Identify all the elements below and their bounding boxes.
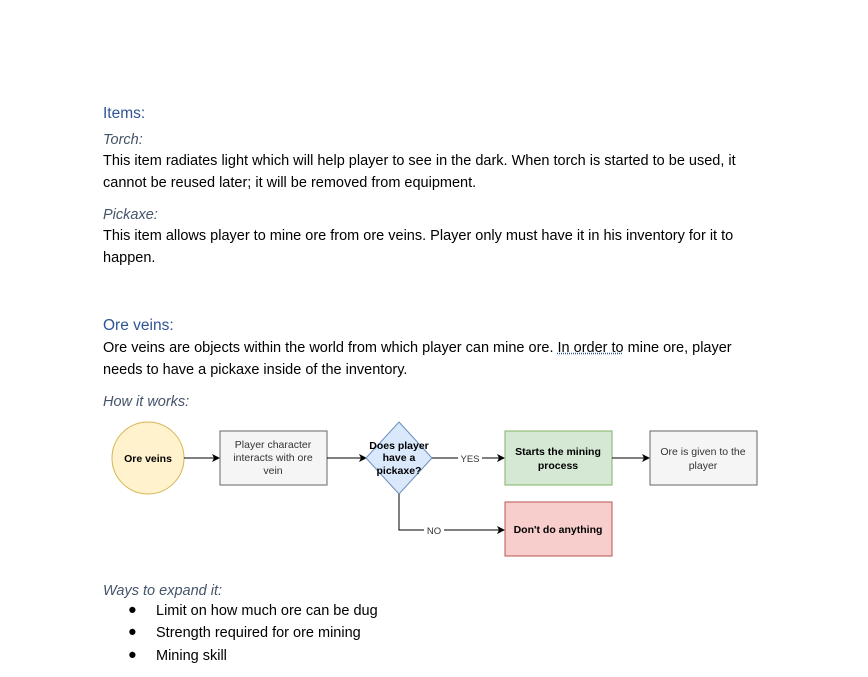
mining-node bbox=[504, 430, 613, 486]
result-label-2: player bbox=[689, 460, 718, 472]
interact-node bbox=[219, 430, 328, 486]
pickaxe-text: This item allows player to mine ore from… bbox=[103, 228, 734, 266]
result-label-1: Ore is given to the bbox=[660, 446, 745, 458]
torch-title: Torch: bbox=[103, 132, 143, 148]
list-item: Limit on how much ore can be dug bbox=[156, 603, 378, 619]
torch-text: This item radiates light which will help… bbox=[103, 153, 736, 191]
bullet-icon: ● bbox=[128, 602, 137, 618]
ore-veins-heading: Ore veins: bbox=[103, 317, 174, 334]
bullet-icon: ● bbox=[128, 647, 137, 663]
start-label: Ore veins bbox=[124, 453, 172, 465]
interact-label-1: Player character bbox=[235, 439, 312, 451]
no-action-node bbox=[504, 501, 613, 557]
text-part: mine ore, player needs to have a pickaxe… bbox=[103, 340, 732, 378]
decision-label-1: Does player bbox=[369, 440, 429, 452]
mining-label-2: process bbox=[538, 460, 578, 472]
pickaxe-title: Pickaxe: bbox=[103, 207, 158, 223]
no-arrow bbox=[398, 494, 505, 534]
decision-label-3: pickaxe? bbox=[377, 465, 422, 477]
result-node bbox=[649, 430, 758, 486]
items-heading: Items: bbox=[103, 105, 146, 122]
no-label: NO bbox=[427, 526, 441, 537]
yes-label: YES bbox=[460, 454, 479, 465]
expand-title: Ways to expand it: bbox=[103, 583, 223, 599]
text-part: Ore veins are objects within the world f… bbox=[103, 340, 558, 356]
ore-veins-text: Ore veins are objects within the world f… bbox=[103, 337, 763, 381]
interact-label-2: interacts with ore bbox=[233, 452, 313, 464]
mining-label-1: Starts the mining bbox=[515, 446, 601, 458]
how-it-works-title: How it works: bbox=[103, 394, 190, 410]
bullet-icon: ● bbox=[128, 624, 137, 640]
no-action-label: Don't do anything bbox=[514, 524, 603, 536]
grammar-marked-text[interactable]: In order to bbox=[557, 340, 624, 356]
list-item: Strength required for ore mining bbox=[156, 625, 361, 641]
interact-label-3: vein bbox=[263, 465, 282, 477]
decision-label-2: have a bbox=[383, 452, 416, 464]
list-item: Mining skill bbox=[156, 648, 227, 664]
